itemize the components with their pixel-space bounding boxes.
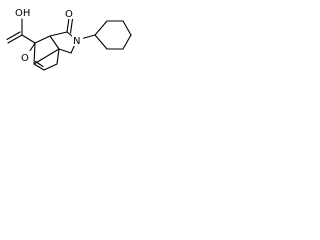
bond-cy-6 bbox=[94, 34, 108, 50]
bond-c1-c2 bbox=[34, 35, 51, 44]
bond-c3-c4 bbox=[56, 48, 60, 65]
bond-carbonyl-o-double bbox=[69, 18, 74, 34]
bond-cooh-to-ring bbox=[21, 34, 36, 44]
bond-c6-c1 bbox=[33, 42, 36, 65]
bond-cooh-c-o-double bbox=[6, 31, 21, 41]
bond-bridge-right bbox=[33, 48, 60, 65]
label-mask-oh bbox=[14, 6, 32, 18]
atom-label-n: N bbox=[73, 36, 80, 47]
bond-cy-1 bbox=[94, 20, 108, 36]
bond-c4-c5 bbox=[43, 63, 58, 71]
atom-label-o-carbonyl: O bbox=[65, 9, 73, 20]
bond-c2-c3 bbox=[49, 35, 60, 50]
bond-cy-4 bbox=[122, 34, 132, 50]
atom-label-o-bridge: O bbox=[21, 53, 29, 64]
bond-carbonyl-o bbox=[66, 17, 70, 33]
atom-label-oh: OH bbox=[15, 8, 30, 19]
bond-cooh-c-o bbox=[7, 34, 23, 44]
label-mask-o-carbonyl bbox=[64, 7, 74, 19]
bond-set bbox=[6, 17, 132, 71]
label-mask-n bbox=[72, 34, 83, 46]
bond-c2-carbonyl bbox=[49, 31, 68, 37]
molecule-structure: OH O N O bbox=[6, 6, 132, 71]
bond-cy-3 bbox=[122, 20, 132, 36]
bond-ch2-c3 bbox=[58, 48, 72, 54]
bond-c5-c6 bbox=[33, 63, 45, 71]
label-mask-o-bridge bbox=[20, 51, 31, 63]
